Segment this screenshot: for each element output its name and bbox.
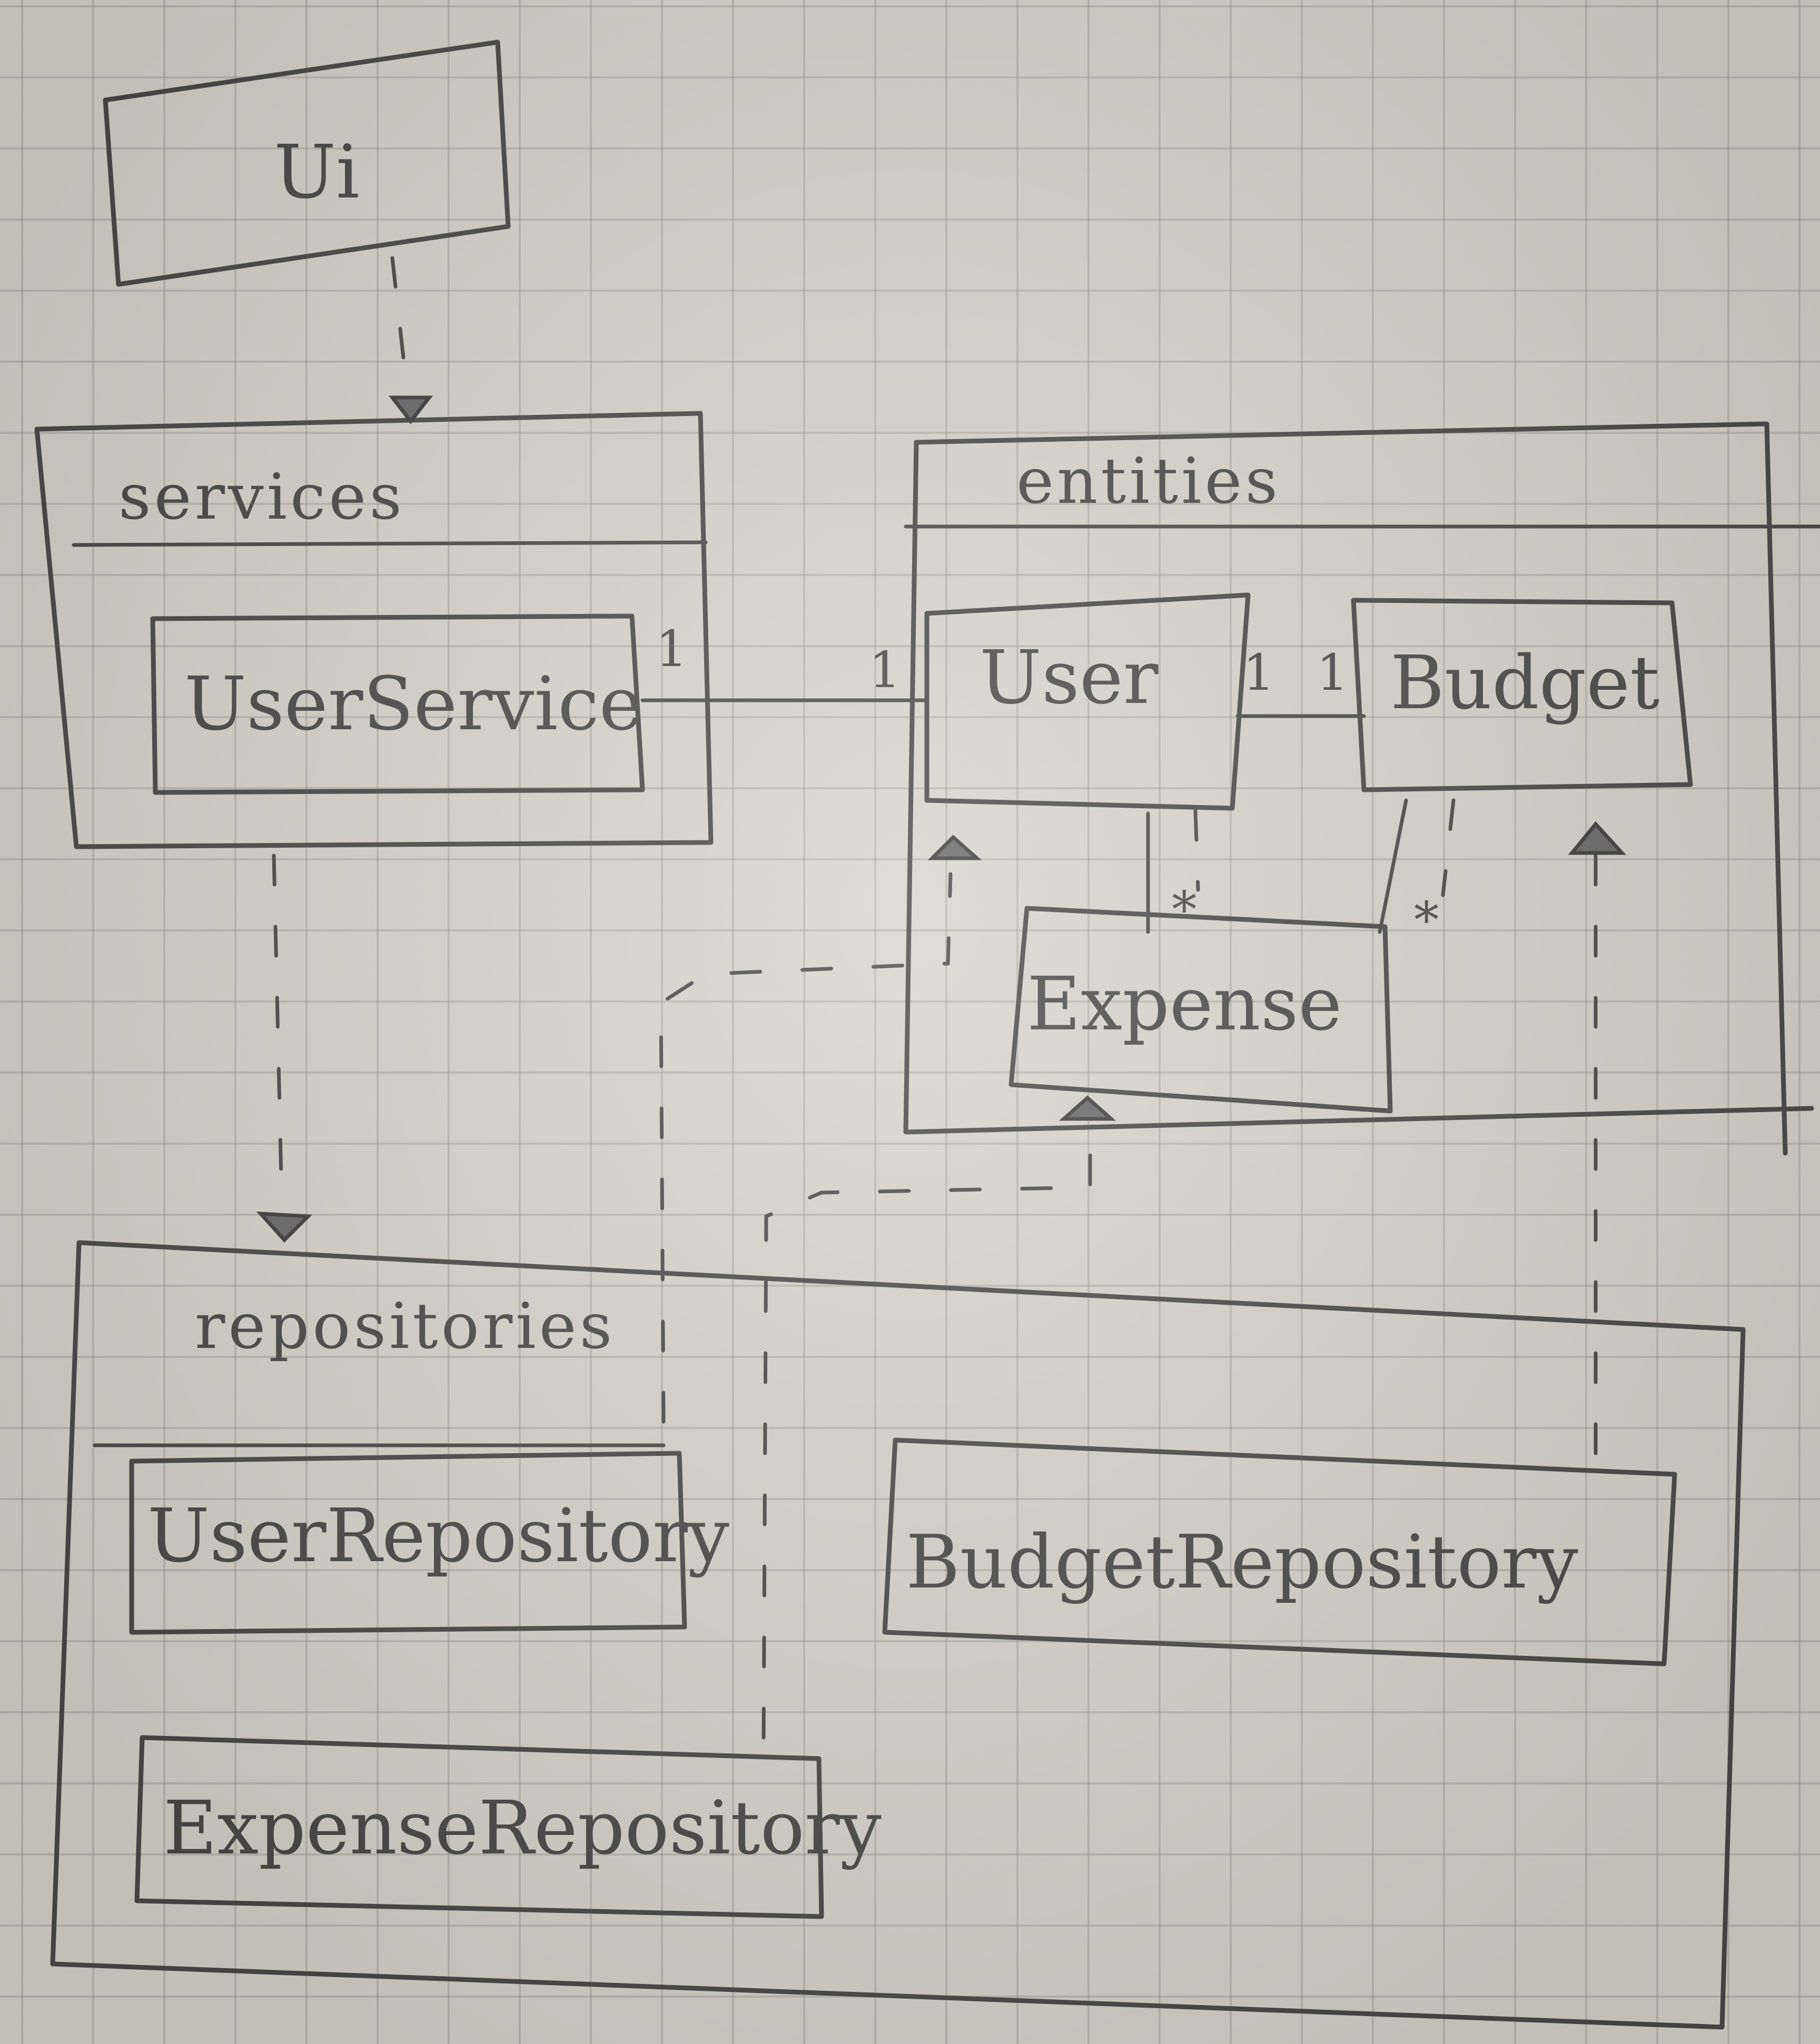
services-label: services [118, 461, 405, 534]
budget-expense-association [1378, 798, 1408, 934]
expense-dependency-arrowhead [1059, 1095, 1116, 1121]
budget-label: Budget [1390, 640, 1659, 726]
ui-label: Ui [274, 130, 360, 215]
budgetrepository-label: BudgetRepository [906, 1520, 1578, 1605]
mult-budget-from-user: 1 [1317, 644, 1348, 702]
budgetrepository-box-outline [882, 1437, 1677, 1666]
entities-package: entities User Budget Expense [903, 421, 1820, 1156]
ui-box-outline [103, 39, 511, 287]
expenserepository-label: ExpenseRepository [163, 1785, 882, 1871]
expenserepository-box-outline [134, 1735, 824, 1919]
budget-dependency-arrowhead [1568, 821, 1626, 855]
expense-box-outline [1008, 906, 1393, 1114]
repositories-label: repositories [195, 1290, 615, 1363]
expenserepository-to-expense-dependency [761, 1130, 1092, 1740]
services-package-outline [34, 411, 714, 849]
user-expense-secondary-dash [1193, 809, 1200, 892]
userservice-box-outline [150, 613, 645, 795]
userservice-label: UserService [184, 661, 642, 747]
user-label: User [980, 635, 1159, 721]
mult-user-to-expense: * [1172, 881, 1197, 939]
dependencies [256, 256, 1626, 1740]
ui-to-services-arrowhead [388, 395, 433, 424]
entities-label: entities [1016, 445, 1281, 518]
user-dependency-arrowhead [927, 835, 982, 860]
mult-user-to-budget: 1 [1243, 644, 1274, 702]
budget-expense-secondary-dash [1441, 798, 1456, 897]
services-package: services UserService [34, 411, 714, 849]
user-box-outline [924, 592, 1251, 811]
budget-box-outline [1351, 598, 1693, 792]
expense-label: Expense [1027, 961, 1342, 1047]
ui-box: Ui [103, 39, 511, 287]
mult-userservice-end: 1 [656, 620, 687, 678]
entities-package-outline-right [914, 421, 1788, 1156]
mult-budget-to-expense: * [1414, 891, 1439, 949]
entities-package-outline-left [903, 440, 1814, 1135]
ui-to-services-dependency [390, 256, 410, 402]
repositories-package-outline [50, 1240, 1746, 2030]
userrepository-box-outline [129, 1451, 687, 1635]
userrepository-label: UserRepository [147, 1493, 729, 1579]
services-package-divider [72, 540, 708, 547]
repositories-package: repositories UserRepository BudgetReposi… [50, 1240, 1746, 2030]
associations: 1 1 1 1 * * [640, 620, 1439, 949]
mult-user-from-userservice: 1 [869, 641, 901, 699]
services-to-repositories-arrowhead [256, 1212, 313, 1243]
services-to-repositories-dependency [272, 854, 284, 1203]
